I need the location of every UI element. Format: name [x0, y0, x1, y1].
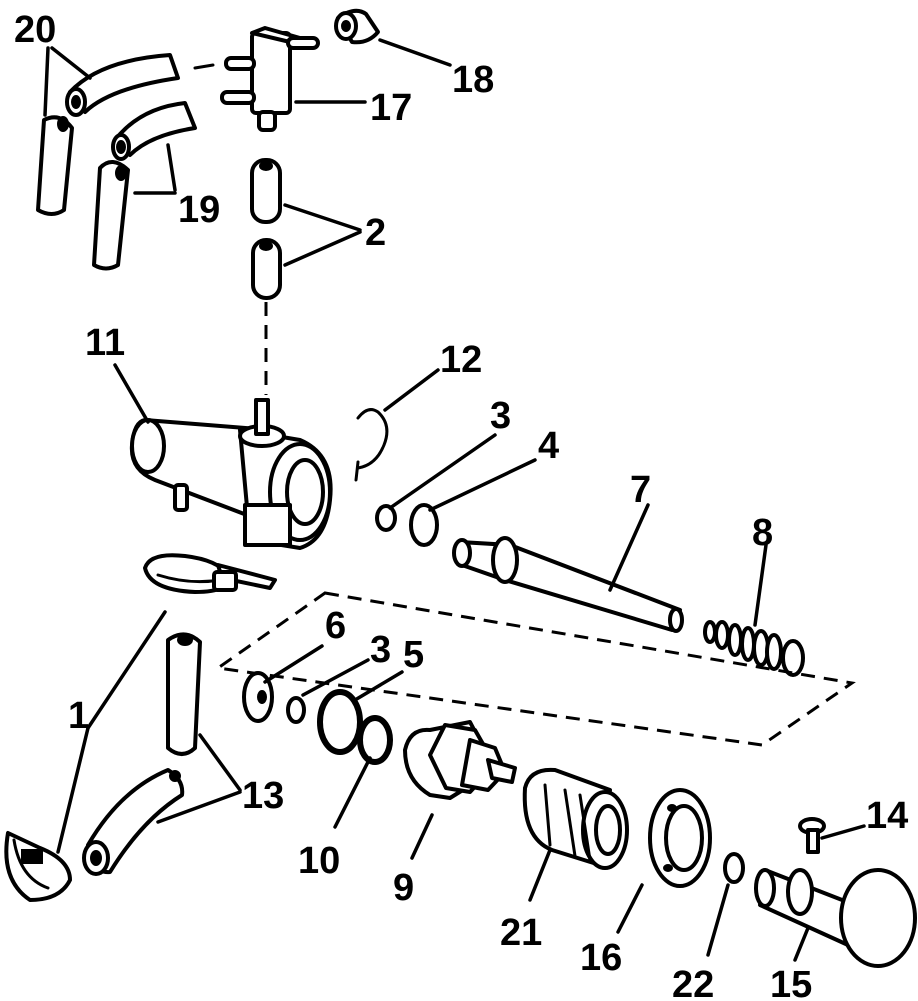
callout-17: 17	[370, 87, 412, 129]
callout-2: 2	[365, 212, 386, 254]
part-1-clamps	[4, 553, 277, 902]
callout-7: 7	[630, 469, 651, 511]
callout-6: 6	[325, 605, 346, 647]
callout-15: 15	[770, 964, 812, 1001]
callout-labels: 20 18 17 19 2 11 12 3 4 7 8 6 3 5 1 13 1…	[14, 9, 908, 1001]
callout-11: 11	[85, 322, 125, 364]
callout-3a: 3	[490, 395, 511, 437]
part-9-valve	[403, 720, 517, 800]
callout-22: 22	[672, 964, 714, 1001]
part-13-hoses	[82, 632, 202, 876]
assembly-outline	[214, 591, 856, 747]
callout-14: 14	[866, 795, 908, 837]
callout-9: 9	[393, 867, 414, 909]
part-15-knob	[754, 868, 917, 968]
callout-8: 8	[752, 512, 773, 554]
callout-16: 16	[580, 937, 622, 979]
part-18-sleeve	[334, 8, 380, 45]
callout-12: 12	[440, 339, 482, 381]
callout-1: 1	[68, 695, 89, 737]
part-21-nut	[522, 767, 629, 870]
part-3-oring-lower	[286, 696, 306, 724]
part-3-oring-upper	[375, 504, 397, 532]
callout-3b: 3	[370, 629, 391, 671]
part-16-retainer	[648, 788, 712, 888]
callout-10: 10	[298, 840, 340, 882]
callout-19: 19	[178, 189, 220, 231]
part-8-spring	[703, 620, 805, 677]
callout-13: 13	[242, 775, 284, 817]
part-10-gasket	[357, 715, 393, 765]
callout-21: 21	[500, 912, 542, 954]
callout-4: 4	[538, 425, 559, 467]
part-7-plunger	[452, 536, 684, 633]
part-20-hoses	[36, 53, 215, 216]
callout-5: 5	[403, 634, 424, 676]
part-17-fitting	[220, 26, 320, 132]
part-12-clip	[354, 408, 389, 482]
part-6-washer	[242, 671, 274, 723]
part-11-primer-housing	[129, 398, 333, 550]
part-22-oring	[723, 852, 745, 884]
part-2-hoses	[250, 158, 282, 395]
callout-18: 18	[452, 59, 494, 101]
part-19-hose	[92, 101, 197, 271]
part-4-oring	[409, 503, 439, 547]
part-5-gasket	[317, 689, 363, 755]
callout-20: 20	[14, 9, 56, 51]
part-14-screw	[798, 817, 826, 854]
leader-lines	[43, 38, 866, 962]
